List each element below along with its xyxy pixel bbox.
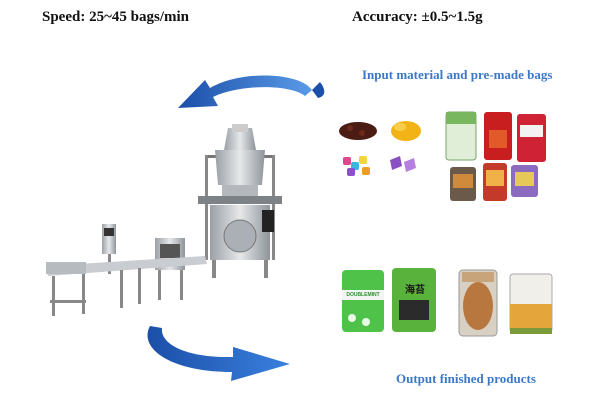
seaweed-pouch-label: 海苔 [405, 285, 425, 296]
input-caption: Input material and pre-made bags [362, 67, 553, 82]
doublemint-pouch-label: DOUBLEMINT [346, 292, 380, 298]
accuracy-spec: Accuracy: ±0.5~1.5g [352, 9, 483, 25]
output-caption: Output finished products [396, 371, 536, 386]
speed-spec: Speed: 25~45 bags/min [42, 9, 189, 25]
